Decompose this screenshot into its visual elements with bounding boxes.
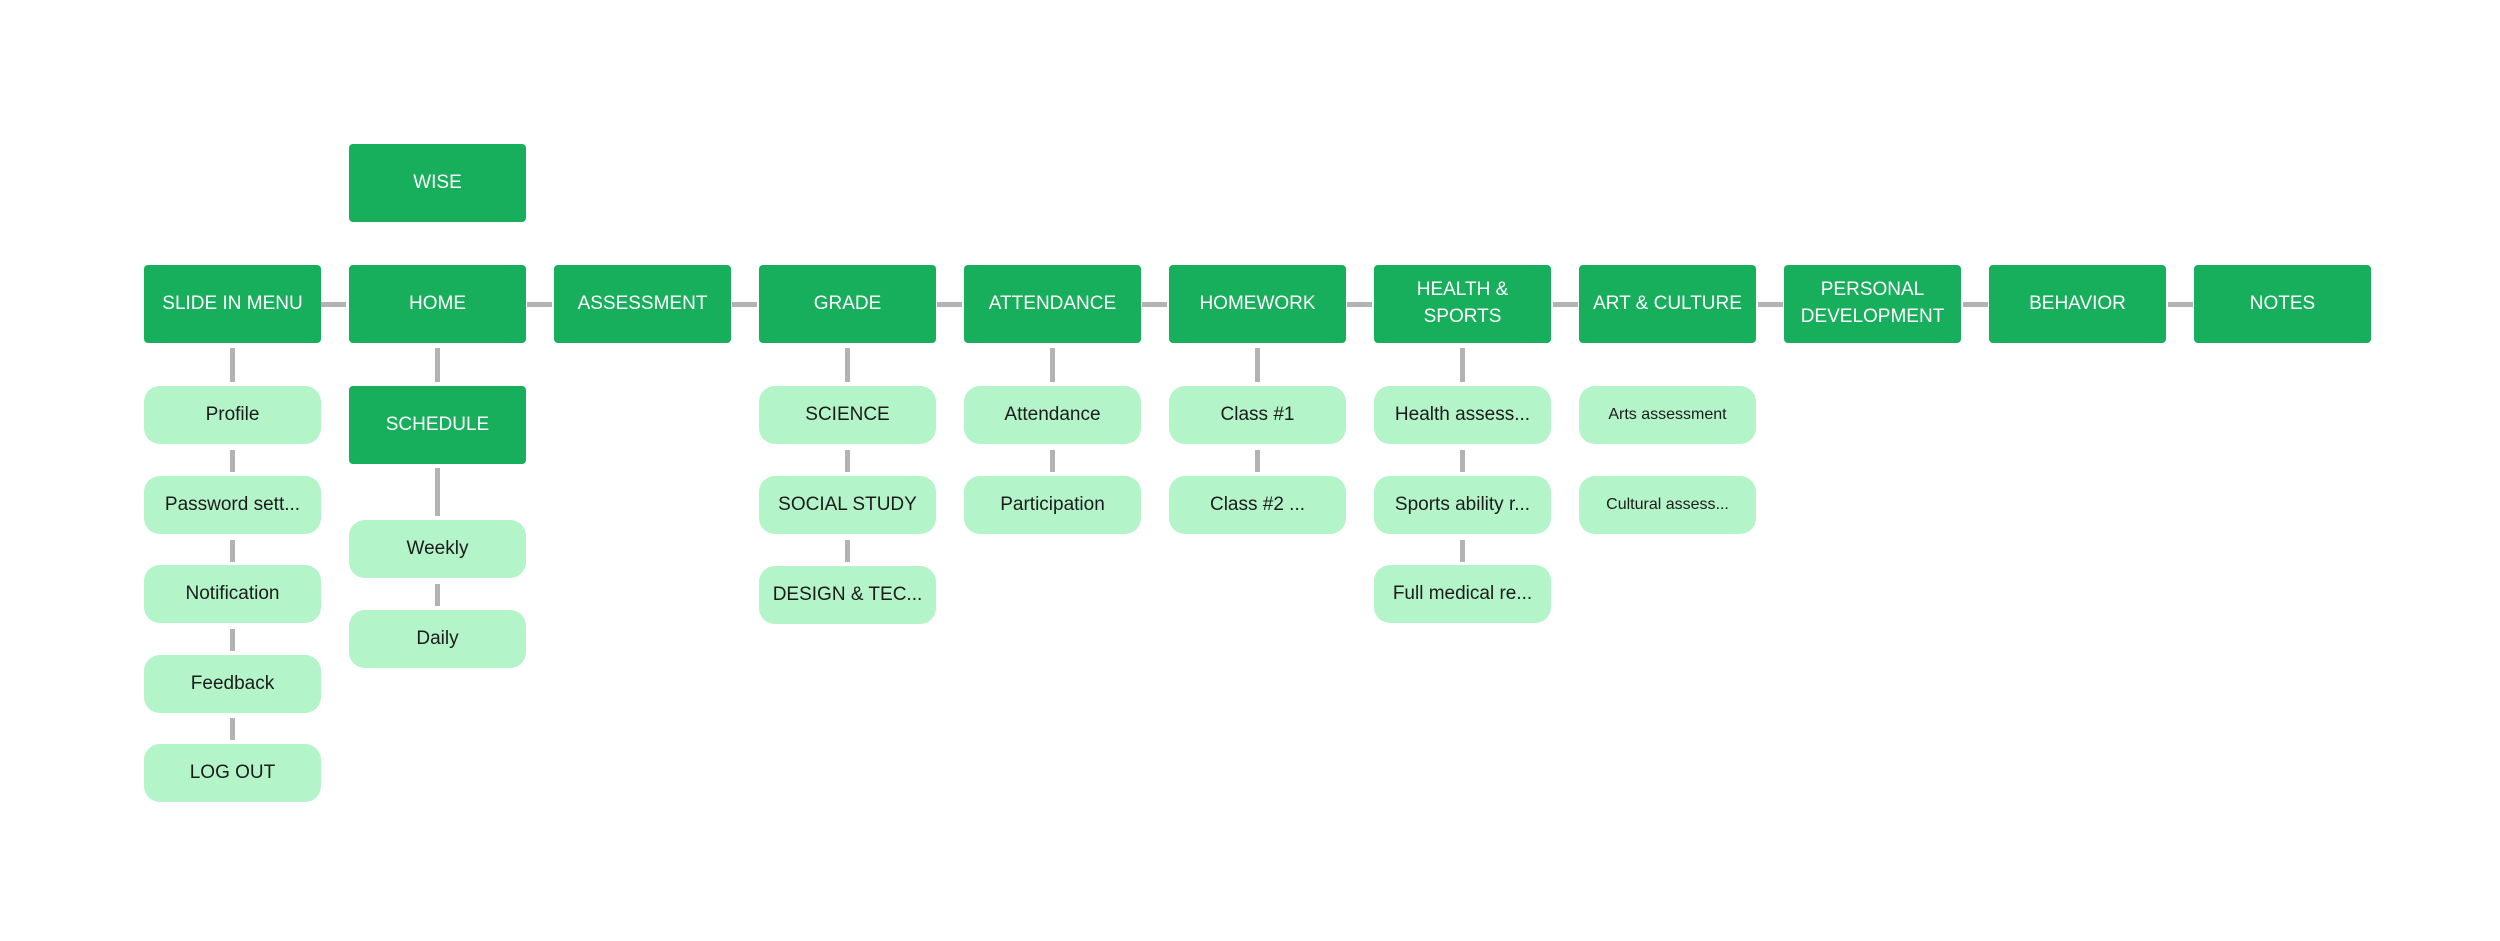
connector [1758, 302, 1783, 307]
connector [230, 540, 235, 562]
child-node-feedback[interactable]: Feedback [144, 655, 321, 713]
connector [1460, 540, 1465, 562]
child-node-class-2[interactable]: Class #2 ... [1169, 476, 1346, 534]
menu-node-assessment[interactable]: ASSESSMENT [554, 265, 731, 343]
connector [2168, 302, 2193, 307]
menu-node-health-sports[interactable]: HEALTH & SPORTS [1374, 265, 1551, 343]
menu-node-grade[interactable]: GRADE [759, 265, 936, 343]
child-node-participation[interactable]: Participation [964, 476, 1141, 534]
connector [937, 302, 962, 307]
connector [845, 540, 850, 562]
connector [321, 302, 346, 307]
menu-node-attendance[interactable]: ATTENDANCE [964, 265, 1141, 343]
child-node-science[interactable]: SCIENCE [759, 386, 936, 444]
connector [230, 450, 235, 472]
child-node-schedule[interactable]: SCHEDULE [349, 386, 526, 464]
menu-node-behavior[interactable]: BEHAVIOR [1989, 265, 2166, 343]
connector [1460, 348, 1465, 382]
connector [1142, 302, 1167, 307]
child-node-daily[interactable]: Daily [349, 610, 526, 668]
child-node-weekly[interactable]: Weekly [349, 520, 526, 578]
root-node-wise[interactable]: WISE [349, 144, 526, 222]
connector [230, 718, 235, 740]
child-node-class-1[interactable]: Class #1 [1169, 386, 1346, 444]
menu-node-personal-development[interactable]: PERSONAL DEVELOPMENT [1784, 265, 1961, 343]
connector [1963, 302, 1988, 307]
child-node-sports-ability[interactable]: Sports ability r... [1374, 476, 1551, 534]
connector [732, 302, 757, 307]
child-node-health-assessment[interactable]: Health assess... [1374, 386, 1551, 444]
child-node-profile[interactable]: Profile [144, 386, 321, 444]
menu-node-notes[interactable]: NOTES [2194, 265, 2371, 343]
connector [1553, 302, 1578, 307]
connector [435, 468, 440, 516]
connector [845, 348, 850, 382]
menu-node-home[interactable]: HOME [349, 265, 526, 343]
connector [1347, 302, 1372, 307]
child-node-password-settings[interactable]: Password sett... [144, 476, 321, 534]
connector [1255, 450, 1260, 472]
connector [230, 629, 235, 651]
child-node-notification[interactable]: Notification [144, 565, 321, 623]
child-node-attendance[interactable]: Attendance [964, 386, 1141, 444]
child-node-arts-assessment[interactable]: Arts assessment [1579, 386, 1756, 444]
connector [230, 348, 235, 382]
child-node-log-out[interactable]: LOG OUT [144, 744, 321, 802]
connector [1460, 450, 1465, 472]
connector [527, 302, 552, 307]
menu-node-art-culture[interactable]: ART & CULTURE [1579, 265, 1756, 343]
connector [1050, 348, 1055, 382]
child-node-full-medical[interactable]: Full medical re... [1374, 565, 1551, 623]
connector [1255, 348, 1260, 382]
connector [435, 348, 440, 382]
connector [845, 450, 850, 472]
child-node-design-tech[interactable]: DESIGN & TEC... [759, 566, 936, 624]
child-node-cultural-assessment[interactable]: Cultural assess... [1579, 476, 1756, 534]
connector [1050, 450, 1055, 472]
menu-node-homework[interactable]: HOMEWORK [1169, 265, 1346, 343]
connector [435, 584, 440, 606]
child-node-social-study[interactable]: SOCIAL STUDY [759, 476, 936, 534]
menu-node-slide-in-menu[interactable]: SLIDE IN MENU [144, 265, 321, 343]
